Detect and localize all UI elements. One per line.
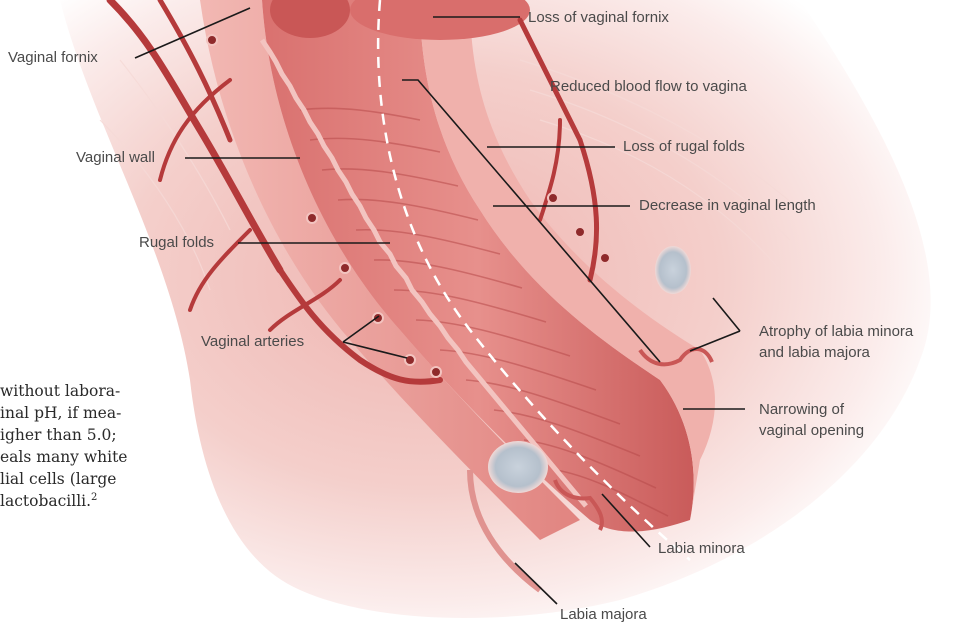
label-vaginal-arteries: Vaginal arteries [201, 332, 304, 351]
label-vaginal-wall: Vaginal wall [76, 148, 155, 167]
pubic-bone-left [488, 441, 548, 493]
label-narrowing-line1: Narrowing of [759, 400, 844, 419]
label-rugal-folds: Rugal folds [139, 233, 214, 252]
body-text-line: lactobacilli. [0, 492, 91, 510]
label-loss-of-vaginal-fornix: Loss of vaginal fornix [528, 8, 669, 27]
label-atrophy-line1: Atrophy of labia minora [759, 322, 913, 341]
label-labia-minora: Labia minora [658, 539, 745, 558]
body-text-line: without labora- [0, 380, 230, 402]
body-text-excerpt: without labora- inal pH, if mea- igher t… [0, 380, 230, 512]
body-text-line: inal pH, if mea- [0, 402, 230, 424]
body-text-line: lial cells (large [0, 468, 230, 490]
footnote-reference: 2 [91, 492, 97, 503]
body-text-line: igher than 5.0; [0, 424, 230, 446]
label-decrease-in-vaginal-length: Decrease in vaginal length [639, 196, 816, 215]
label-labia-majora: Labia majora [560, 605, 647, 624]
label-vaginal-fornix: Vaginal fornix [8, 48, 98, 67]
body-text-line: eals many white [0, 446, 230, 468]
label-reduced-blood-flow: Reduced blood flow to vagina [550, 77, 747, 96]
label-loss-of-rugal-folds: Loss of rugal folds [623, 137, 745, 156]
label-atrophy-line2: and labia majora [759, 343, 870, 362]
pubic-bone-right [655, 246, 691, 294]
body-text-line-last: lactobacilli.2 [0, 490, 230, 512]
label-narrowing-line2: vaginal opening [759, 421, 864, 440]
